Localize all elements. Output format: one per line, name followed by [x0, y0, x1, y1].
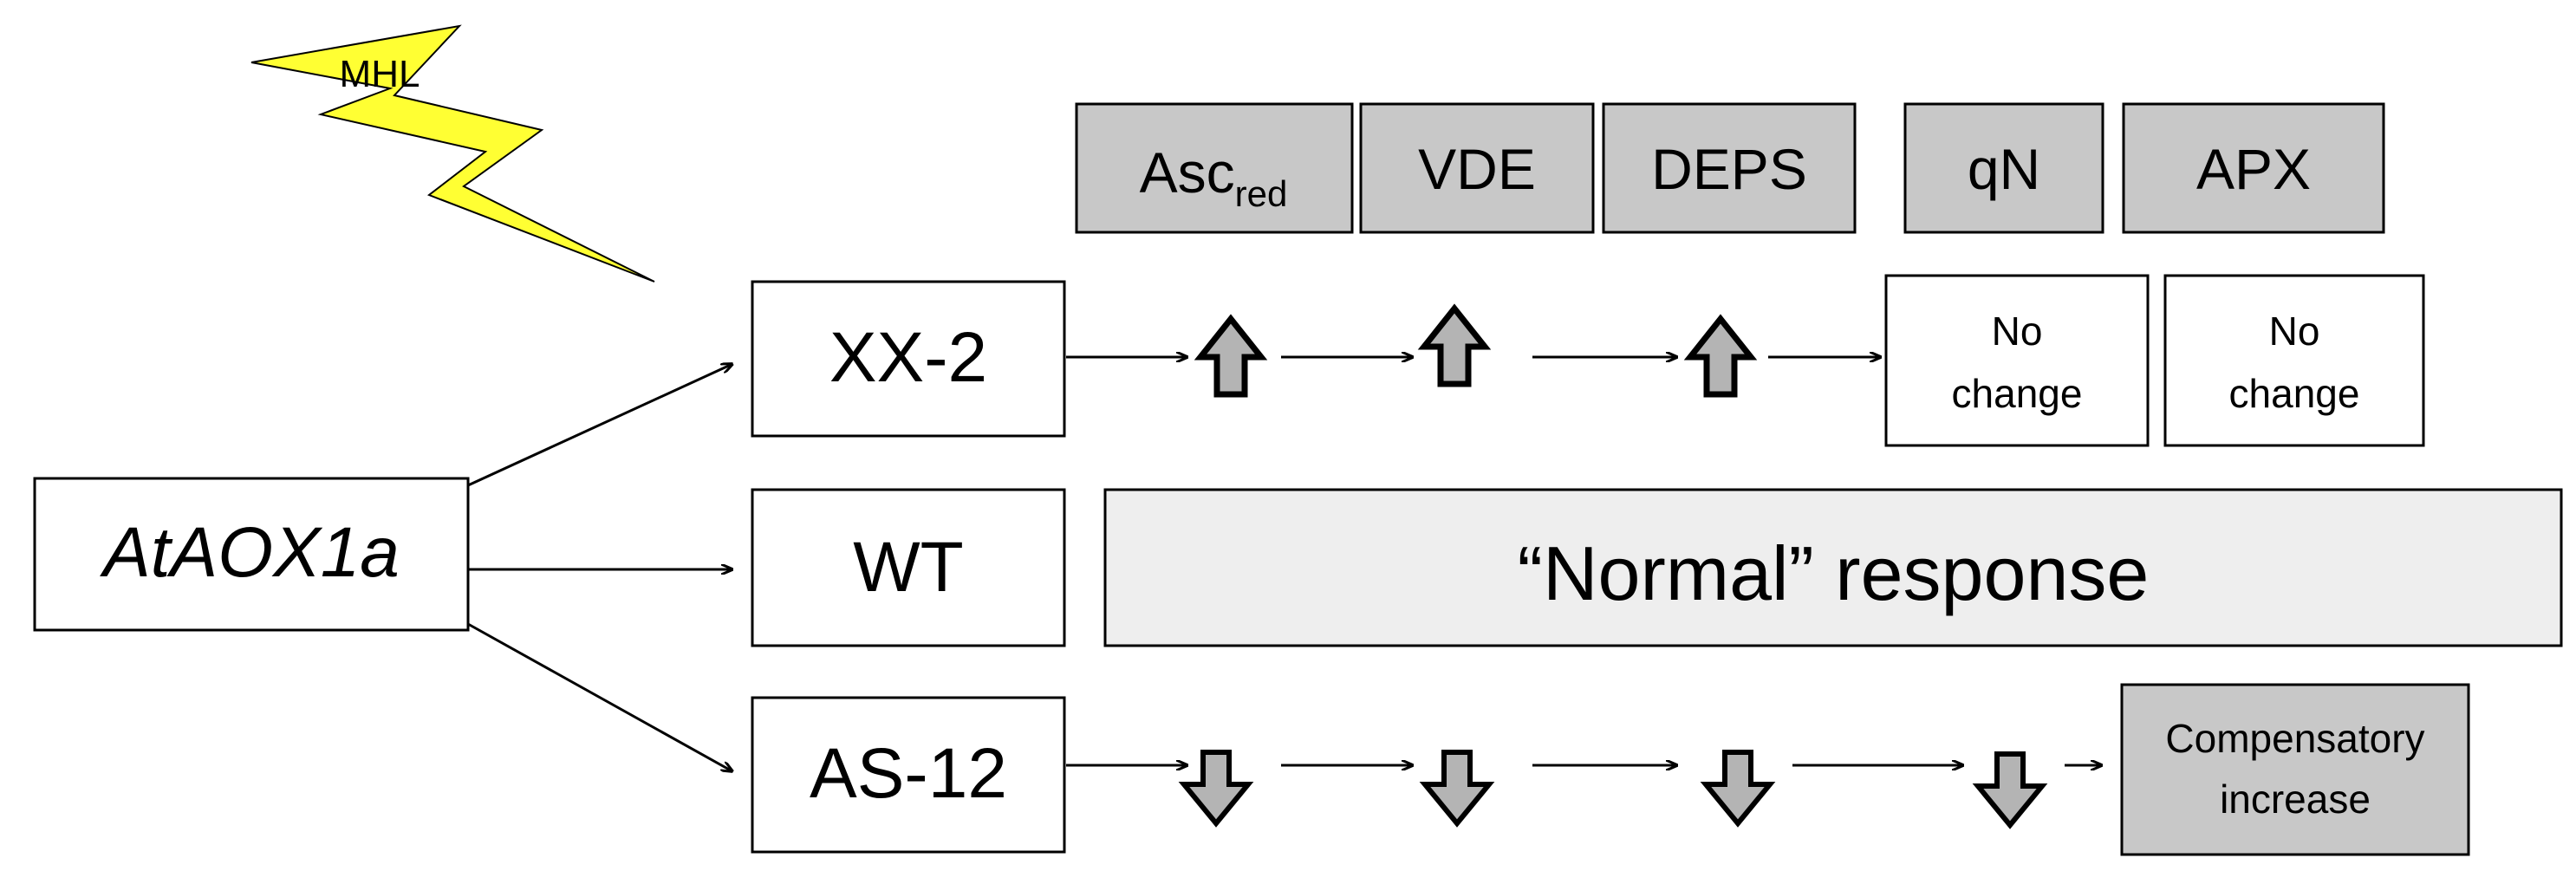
- param-header-qn: qN: [1903, 102, 2104, 234]
- stimulus-label: MHL: [340, 53, 420, 95]
- source-box: AtAOX1a: [33, 477, 470, 632]
- xx2-apx-result-box: No change: [2163, 274, 2425, 447]
- param-header-deps: DEPS: [1602, 102, 1857, 234]
- param-apx-label: APX: [2196, 137, 2311, 201]
- as12-vde-down-arrow-icon: [1419, 750, 1495, 828]
- as12-qn-down-arrow-icon: [1972, 751, 2048, 829]
- svg-text:Ascred: Ascred: [1140, 140, 1288, 214]
- xx2-apx-result-line2: change: [2229, 371, 2360, 416]
- param-asc-base: Asc: [1140, 140, 1235, 205]
- xx2-vde-up-arrow-icon: [1417, 303, 1492, 387]
- line-label-wt: WT: [853, 528, 963, 607]
- arrow-source-to-xx2: [467, 364, 732, 487]
- xx2-asc-up-arrow-icon: [1194, 314, 1268, 398]
- as12-result-line1: Compensatory: [2165, 716, 2424, 761]
- lightning-bolt-icon: MHL: [250, 24, 655, 283]
- line-box-wt: WT: [751, 488, 1066, 647]
- source-label: AtAOX1a: [99, 513, 400, 592]
- line-label-as12: AS-12: [810, 734, 1007, 813]
- param-vde-label: VDE: [1418, 137, 1536, 201]
- line-label-xx2: XX-2: [829, 318, 987, 397]
- as12-apx-result-box: Compensatory increase: [2120, 683, 2470, 856]
- param-asc-sub: red: [1235, 173, 1288, 214]
- param-header-apx: APX: [2122, 102, 2385, 234]
- wt-result-box: “Normal” response: [1103, 488, 2563, 647]
- as12-asc-down-arrow-icon: [1178, 750, 1254, 828]
- line-box-xx2: XX-2: [751, 280, 1066, 438]
- lightning-bolt-shape: [250, 24, 655, 283]
- as12-result-line2: increase: [2220, 777, 2371, 822]
- wt-result-label: “Normal” response: [1518, 530, 2150, 616]
- xx2-qn-result-box: No change: [1884, 274, 2150, 447]
- xx2-deps-up-arrow-icon: [1683, 314, 1758, 398]
- arrow-source-to-as12: [467, 622, 732, 771]
- xx2-apx-result-line1: No: [2269, 309, 2320, 354]
- param-deps-label: DEPS: [1651, 137, 1807, 201]
- param-header-asc: Ascred: [1075, 102, 1354, 234]
- xx2-qn-result-line1: No: [1992, 309, 2043, 354]
- xx2-qn-result-line2: change: [1952, 371, 2083, 416]
- line-box-as12: AS-12: [751, 696, 1066, 854]
- param-header-vde: VDE: [1359, 102, 1595, 234]
- param-qn-label: qN: [1968, 137, 2040, 201]
- as12-deps-down-arrow-icon: [1700, 750, 1776, 828]
